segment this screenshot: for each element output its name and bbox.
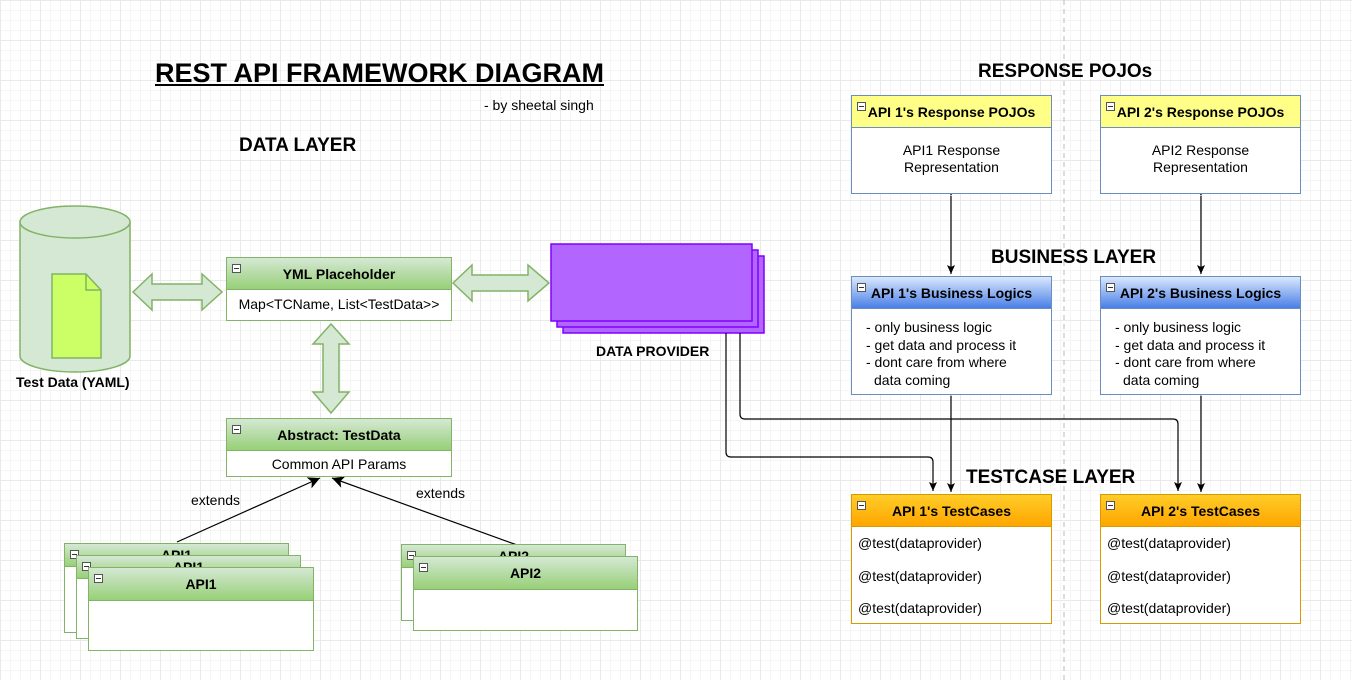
yml-placeholder-body: Map<TCName, List<TestData>> [238,296,440,312]
body-line: API2 Response [1151,142,1250,158]
collapse-icon[interactable] [94,574,103,583]
extends-label-right: extends [416,485,466,501]
api2-testcases-header: API 2's TestCases [1101,495,1300,527]
api1-business-logics-title: API 1's Business Logics [870,285,1033,301]
api2-class-box[interactable]: API2 [413,556,638,631]
double-arrow-yml-abstract [311,322,351,415]
yml-placeholder-header: YML Placeholder [227,258,451,290]
data-provider-label: DATA PROVIDER [596,343,710,359]
api1-business-logics-body: - only business logic - get data and pro… [852,309,1051,389]
collapse-icon[interactable] [857,102,866,111]
collapse-icon[interactable] [407,551,416,560]
api1-testcases-header: API 1's TestCases [852,495,1051,527]
api1-business-logics-header: API 1's Business Logics [852,277,1051,309]
body-line: Representation [904,159,999,175]
api2-response-pojos-title: API 2's Response POJOs [1116,104,1285,120]
api1-testcases-title: API 1's TestCases [891,503,1012,519]
api1-response-pojos-header: API 1's Response POJOs [852,96,1051,128]
testcase-row[interactable]: @test(dataprovider) [858,535,982,551]
testcase-row[interactable]: @test(dataprovider) [1107,600,1231,616]
abstract-testdata-body: Common API Params [271,456,407,472]
api1-class-box[interactable]: API1 [88,567,314,651]
api1-title: API1 [185,576,217,592]
api1-header: API1 [89,568,313,601]
api1-response-pojos-box[interactable]: API 1's Response POJOs API1 Response Rep… [851,95,1052,194]
collapse-icon[interactable] [232,425,241,434]
list-item: data coming [1123,371,1200,388]
testcase-row[interactable]: @test(dataprovider) [1107,535,1231,551]
api2-response-pojos-box[interactable]: API 2's Response POJOs API2 Response Rep… [1100,95,1301,194]
api2-testcases-title: API 2's TestCases [1140,503,1261,519]
testcase-layer-title: TESTCASE LAYER [966,467,1136,488]
diagram-author: - by sheetal singh [484,97,594,113]
testcase-row[interactable]: @test(dataprovider) [1107,567,1231,584]
collapse-icon[interactable] [1106,283,1115,292]
extends-arrow-api1 [176,477,321,543]
api2-business-logics-title: API 2's Business Logics [1119,285,1282,301]
response-pojos-title: RESPONSE POJOs [978,61,1153,82]
list-item: - get data and process it [1115,336,1266,353]
collapse-icon[interactable] [1106,501,1115,510]
list-item: - dont care from where [866,354,1007,371]
business-layer-title: BUSINESS LAYER [991,247,1157,268]
list-item: data coming [874,371,951,388]
test-data-cylinder [19,205,131,373]
double-arrow-cylinder-yml [131,272,224,312]
abstract-testdata-title: Abstract: TestData [277,427,401,443]
api2-response-pojos-body: API2 Response Representation [1101,128,1300,176]
api2-business-logics-box[interactable]: API 2's Business Logics - only business … [1100,276,1301,395]
data-provider-stack [550,243,765,334]
api2-testcases-box[interactable]: API 2's TestCases @test(dataprovider) @t… [1100,494,1301,624]
api2-response-pojos-header: API 2's Response POJOs [1101,96,1300,128]
abstract-testdata-header: Abstract: TestData [227,419,451,451]
collapse-icon[interactable] [82,562,91,571]
document-icon [51,273,102,359]
link-provider-testcases2 [739,333,1182,491]
data-layer-title: DATA LAYER [239,135,357,156]
api1-response-pojos-title: API 1's Response POJOs [867,104,1036,120]
extends-arrow-api2 [331,476,518,546]
list-item: - only business logic [866,319,993,335]
list-item: - get data and process it [866,336,1017,353]
body-line: Representation [1153,159,1248,175]
api1-response-pojos-body: API1 Response Representation [852,128,1051,176]
body-line: API1 Response [902,142,1001,158]
api2-business-logics-header: API 2's Business Logics [1101,277,1300,309]
testcase-row[interactable]: @test(dataprovider) [858,567,982,584]
api1-business-logics-box[interactable]: API 1's Business Logics - only business … [851,276,1052,395]
api2-title: API2 [509,565,542,581]
extends-label-left: extends [191,492,241,508]
list-item: - dont care from where [1115,354,1256,371]
collapse-icon[interactable] [857,283,866,292]
api2-header: API2 [414,557,637,590]
collapse-icon[interactable] [1106,102,1115,111]
collapse-icon[interactable] [419,563,428,572]
list-item: - only business logic [1115,319,1242,335]
collapse-icon[interactable] [857,501,866,510]
yml-placeholder-title: YML Placeholder [282,266,396,282]
api2-business-logics-body: - only business logic - get data and pro… [1101,309,1300,389]
double-arrow-yml-provider [451,263,551,303]
test-data-label: Test Data (YAML) [16,374,130,390]
link-provider-testcases1 [725,333,937,491]
abstract-testdata-box[interactable]: Abstract: TestData Common API Params [226,418,452,477]
collapse-icon[interactable] [232,264,241,273]
collapse-icon[interactable] [70,550,79,559]
yml-placeholder-box[interactable]: YML Placeholder Map<TCName, List<TestDat… [226,257,452,321]
api1-testcases-box[interactable]: API 1's TestCases @test(dataprovider) @t… [851,494,1052,624]
diagram-title: REST API FRAMEWORK DIAGRAM [155,58,604,88]
testcase-row[interactable]: @test(dataprovider) [858,600,982,616]
